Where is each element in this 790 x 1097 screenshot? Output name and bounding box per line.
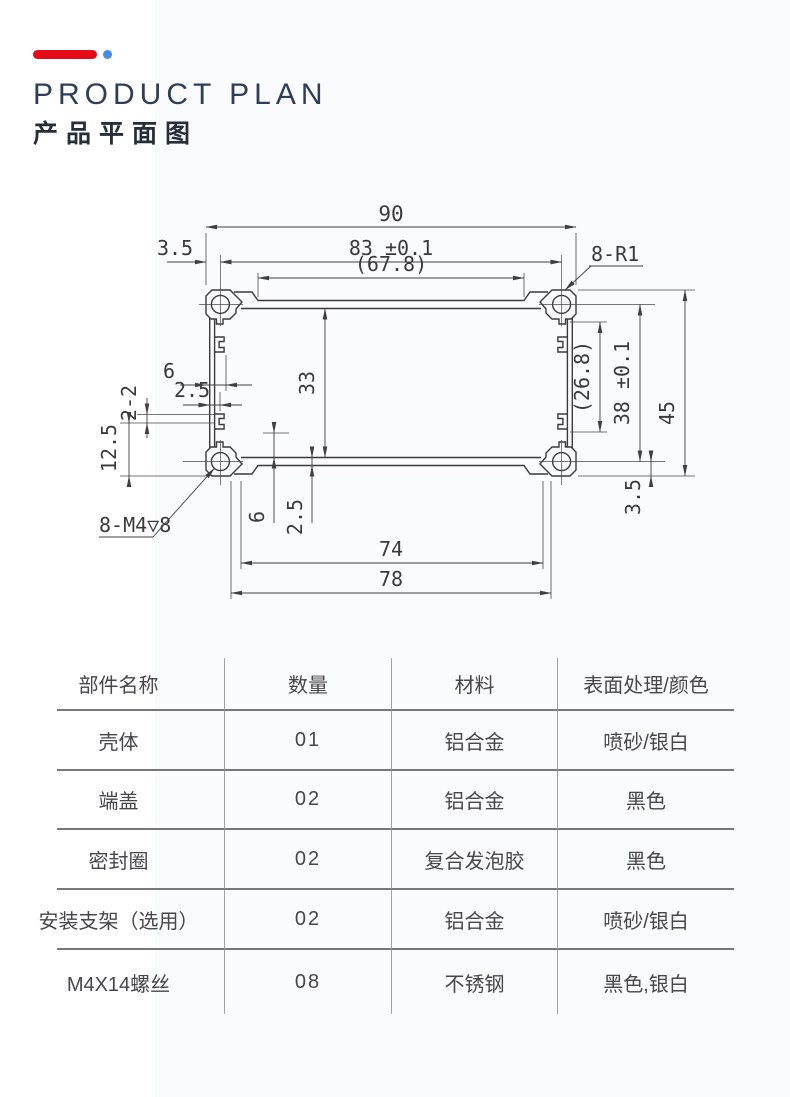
dim-outer-span: 78 [379, 567, 403, 591]
parts-table: 部件名称 数量 材料 表面处理/颜色 壳体 01 铝合金 喷砂/银白 端盖 02… [39, 658, 734, 1014]
corner-bosses [205, 289, 577, 477]
table-header-part-name: 部件名称 [57, 658, 225, 711]
dim-bolt-span-vertical: 38 ±0.1 [610, 341, 634, 425]
table-cell: 铝合金 [392, 771, 558, 830]
table-cell: 密封圈 [57, 830, 225, 890]
dim-slot-offset: 6 [163, 359, 175, 383]
dim-total-height: 45 [655, 401, 679, 425]
table-header-material: 材料 [392, 658, 558, 711]
table-cell: 不锈钢 [392, 950, 558, 1014]
table-cell: 喷砂/银白 [558, 711, 734, 771]
dim-bottom-wall: 2.5 [283, 499, 307, 535]
table-cell: 黑色 [558, 771, 734, 830]
table-cell: 02 [225, 890, 392, 950]
dim-inner-height: 33 [295, 371, 319, 395]
table-cell: 铝合金 [392, 711, 558, 771]
table-cell: 铝合金 [392, 890, 558, 950]
table-header-finish: 表面处理/颜色 [558, 658, 734, 711]
dim-corner-radius: 8-R1 [591, 242, 639, 266]
dimension-labels: 90 83 ±0.1 3.5 (67.8) 8-R1 6 2.5 2-2 12.… [97, 202, 679, 591]
table-cell: 黑色,银白 [603, 973, 689, 996]
table-cell: 黑色 [558, 830, 734, 890]
dim-bottom-slot: 6 [245, 511, 269, 523]
dim-edge-offset: 3.5 [157, 236, 193, 260]
page-subtitle: 产品平面图 [33, 120, 199, 148]
profile-outline [209, 291, 573, 475]
table-cell: 复合发泡胶 [392, 830, 558, 890]
dim-wall-thickness: 2.5 [174, 378, 210, 402]
page-title: PRODUCT PLAN [33, 78, 328, 111]
table-cell: M4X14螺丝 [57, 950, 225, 1014]
table-cell: 安装支架（选用） [39, 890, 225, 950]
table-header-quantity: 数量 [225, 658, 392, 711]
dim-screw-spec: 8-M4▽8 [99, 513, 171, 537]
dimension-lines [99, 224, 688, 596]
dim-opening-width: (67.8) [355, 252, 427, 276]
extension-lines [120, 233, 695, 599]
dim-inner-span: 74 [379, 537, 403, 561]
page-background-tint [155, 0, 790, 1097]
table-cell: 02 [225, 830, 392, 890]
table-cell: 08 [225, 950, 392, 1014]
table-cell: 壳体 [57, 711, 225, 771]
centerlines [183, 255, 665, 485]
table-cell: 01 [225, 711, 392, 771]
technical-drawing: 90 83 ±0.1 3.5 (67.8) 8-R1 6 2.5 2-2 12.… [97, 202, 695, 599]
table-cell: 02 [225, 771, 392, 830]
dim-bolt-span: 83 ±0.1 [349, 236, 433, 260]
table-cell: 端盖 [57, 771, 225, 830]
blue-dot-icon [103, 50, 112, 59]
dim-side-slot: 12.5 [97, 424, 121, 472]
dim-inner-open-height: (26.8) [570, 341, 594, 413]
dim-wall-pair: 2-2 [117, 385, 141, 421]
dim-total-width: 90 [378, 202, 403, 226]
dim-bottom-offset: 3.5 [621, 479, 645, 515]
red-bar-icon [33, 50, 97, 59]
table-cell: 喷砂/银白 [558, 890, 734, 950]
